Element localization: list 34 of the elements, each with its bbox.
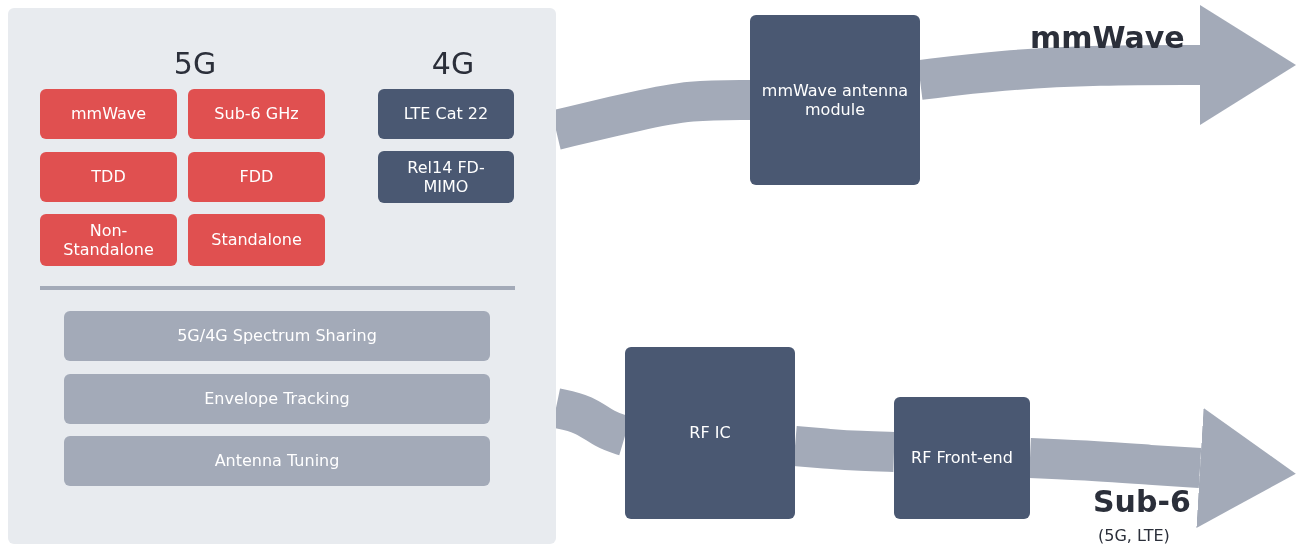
box-label: Non-Standalone bbox=[62, 220, 155, 260]
chipset-panel bbox=[8, 8, 556, 544]
component-box bbox=[625, 347, 795, 519]
feature-bar bbox=[64, 311, 490, 361]
box-label: RF Front-end bbox=[911, 448, 1013, 468]
box-label: Sub-6 GHz bbox=[214, 104, 299, 124]
box-label: Antenna Tuning bbox=[214, 451, 340, 471]
feature-box bbox=[40, 89, 177, 139]
box-label: mmWave antenna module bbox=[760, 80, 910, 120]
feature-bar bbox=[64, 436, 490, 486]
feature-box bbox=[378, 151, 514, 203]
box-label: Standalone bbox=[211, 230, 302, 250]
column-heading: 5G bbox=[172, 46, 218, 82]
box-label: FDD bbox=[239, 167, 274, 187]
feature-box bbox=[188, 214, 325, 266]
feature-box bbox=[188, 152, 325, 202]
band-label: Sub-6 bbox=[1093, 484, 1191, 519]
column-heading: 4G bbox=[430, 46, 476, 82]
box-label: TDD bbox=[91, 167, 126, 187]
box-label: RF IC bbox=[689, 423, 731, 443]
component-box bbox=[750, 15, 920, 185]
feature-box bbox=[40, 152, 177, 202]
feature-bar bbox=[64, 374, 490, 424]
band-label: mmWave bbox=[1030, 20, 1185, 55]
box-label: LTE Cat 22 bbox=[403, 104, 489, 124]
component-box bbox=[894, 397, 1030, 519]
box-label: mmWave bbox=[70, 104, 147, 124]
box-label: 5G/4G Spectrum Sharing bbox=[177, 326, 377, 346]
feature-box bbox=[378, 89, 514, 139]
feature-box bbox=[188, 89, 325, 139]
box-label: Envelope Tracking bbox=[204, 389, 350, 409]
feature-box bbox=[40, 214, 177, 266]
box-label: Rel14 FD-MIMO bbox=[406, 157, 486, 197]
band-note: (5G, LTE) bbox=[1098, 526, 1170, 545]
